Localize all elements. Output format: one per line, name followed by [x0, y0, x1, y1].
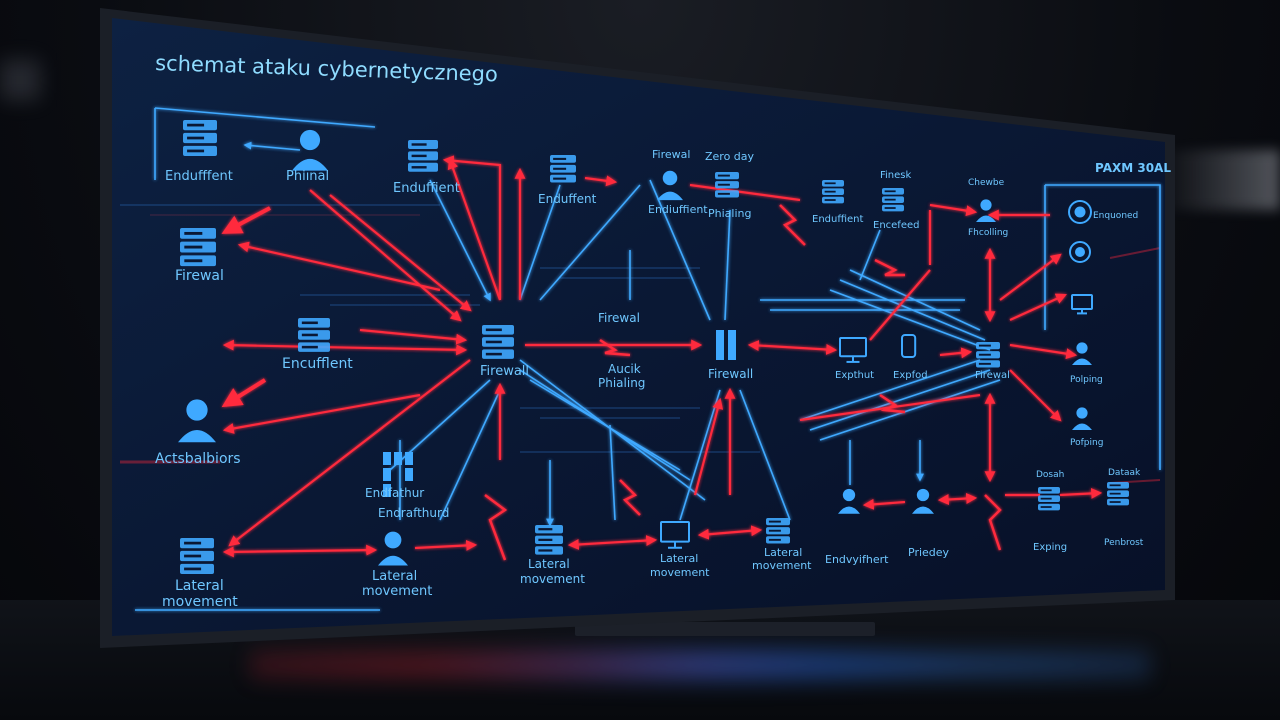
node-label: Pofping: [1070, 438, 1103, 448]
node-label: Lateral: [660, 552, 698, 565]
server-icon: [766, 518, 790, 544]
node-label: Firewall: [480, 364, 529, 379]
server-icon: [183, 120, 217, 157]
breach-bolt-icon: [779, 204, 806, 246]
node-label: Firewal: [975, 370, 1010, 381]
monitor-icon: [660, 521, 690, 549]
node-label: Phialing: [598, 376, 645, 390]
node-label: movement: [650, 566, 710, 579]
server-icon: [482, 325, 514, 359]
corner-code: PAXM 30AL: [1095, 161, 1171, 175]
node-label: Expfod: [893, 370, 928, 381]
server-icon: [976, 342, 1000, 368]
user-icon: [378, 531, 408, 566]
node-label: Zero day: [705, 150, 755, 163]
node-label: Encufflent: [282, 356, 353, 372]
ambient-light: [0, 60, 40, 100]
user-icon: [1072, 407, 1092, 430]
node-label: movement: [362, 584, 432, 599]
node-label: Dosah: [1036, 470, 1064, 480]
node-label: Endrafthurd: [378, 506, 449, 520]
node-label: Dataak: [1108, 468, 1141, 478]
node-label: Firewal: [175, 268, 224, 284]
server-icon: [822, 180, 844, 204]
breach-bolts: [484, 204, 1002, 561]
breach-bolt-icon: [484, 494, 508, 561]
node-label: movement: [520, 572, 585, 586]
user-icon: [912, 488, 934, 514]
hub-icon: [716, 330, 736, 360]
user-icon: [838, 488, 860, 514]
node-label: Lateral: [175, 578, 224, 594]
node-label: Phiınal: [286, 169, 329, 184]
node-label: Endfathur: [365, 486, 424, 500]
node-label: Endiuffient: [648, 203, 708, 216]
firewall-icon: [383, 452, 413, 497]
node-label: Actsbalbiors: [155, 451, 241, 467]
node-label: Penbrost: [1104, 538, 1144, 548]
node-label: Enquoned: [1093, 211, 1138, 221]
node-label: Fhcolling: [968, 228, 1008, 238]
node-label: movement: [162, 594, 238, 610]
breach-bolt-icon: [874, 258, 905, 277]
user-icon: [976, 199, 996, 222]
node-label: Exping: [1033, 542, 1067, 553]
node-label: Enduffent: [538, 192, 597, 206]
server-icon: [298, 318, 330, 352]
server-icon: [550, 155, 576, 183]
node-label: Firewal: [598, 311, 640, 325]
node-label: Lateral: [372, 569, 417, 584]
user-icon: [1072, 342, 1092, 365]
ceiling-light: [1160, 150, 1280, 210]
user-icon: [657, 170, 683, 201]
red-attack-links: [221, 155, 1103, 558]
screen-stand: [575, 622, 875, 636]
server-icon: [882, 188, 904, 212]
floor-reflection: [250, 625, 1150, 705]
screen-surface: [112, 18, 1165, 636]
node-label: Expthut: [835, 370, 874, 381]
node-label: Enduffient: [812, 214, 864, 225]
monitor-icon: [839, 337, 867, 363]
user-icon: [292, 129, 328, 171]
node-label: Chewbe: [968, 178, 1005, 188]
node-label: Priedey: [908, 546, 950, 559]
blue-links: [135, 107, 1161, 611]
server-icon: [535, 525, 563, 555]
node-icons: [178, 120, 1129, 575]
node-label: Endufffent: [165, 169, 233, 184]
data-streams: [120, 204, 1161, 484]
server-icon: [1038, 487, 1060, 511]
breach-bolt-icon: [619, 479, 641, 516]
node-label: Enduffient: [393, 181, 460, 196]
node-label: Encefeed: [873, 220, 919, 231]
server-icon: [180, 538, 214, 575]
server-icon: [1107, 482, 1129, 506]
node-label: Lateral: [528, 557, 570, 571]
node-label: Firewall: [708, 367, 753, 381]
server-icon: [408, 140, 438, 172]
breach-bolt-icon: [599, 338, 631, 357]
node-label: Polping: [1070, 375, 1103, 385]
breach-bolt-icon: [879, 393, 906, 414]
diagram-labels: schemat ataku cybernetycznego PAXM 30AL …: [155, 51, 1172, 610]
user-icon: [178, 399, 216, 443]
node-label: Endvyifhert: [825, 553, 889, 566]
node-label: Firewal: [652, 148, 690, 161]
node-label: movement: [752, 559, 812, 572]
node-label: Aucik: [608, 362, 641, 376]
node-label: Lateral: [764, 546, 802, 559]
phone-icon: [901, 334, 917, 358]
server-icon: [715, 172, 739, 198]
node-label: Phialing: [708, 207, 751, 220]
node-label: Finesk: [880, 170, 912, 181]
monitor-icon: [1071, 294, 1093, 315]
breach-bolt-icon: [984, 494, 1002, 551]
server-icon: [180, 228, 216, 267]
globe-icon: [1069, 241, 1091, 263]
globe-icon: [1068, 200, 1092, 224]
